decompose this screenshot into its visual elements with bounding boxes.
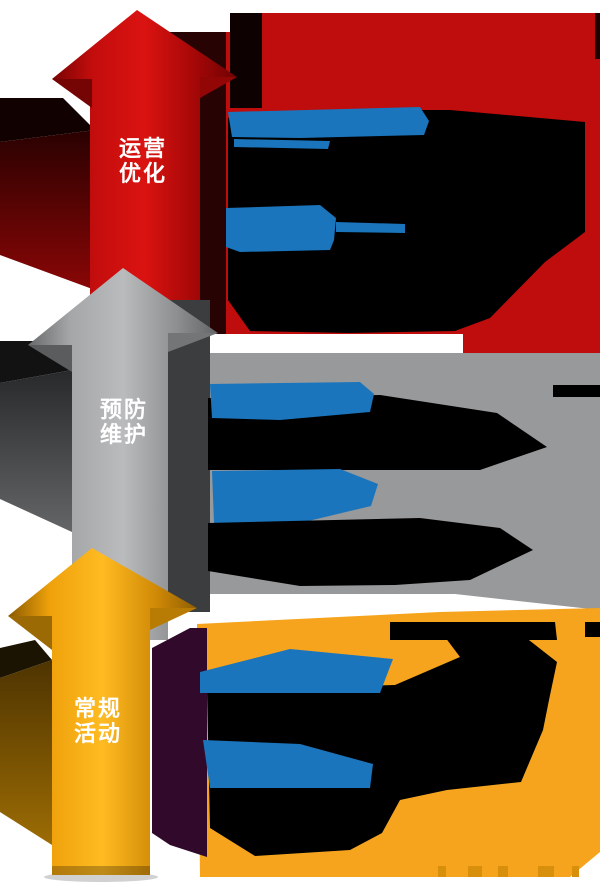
gray-panel-left-shadow-column bbox=[168, 300, 210, 612]
orange-arrow-fold-side bbox=[0, 660, 52, 845]
orange-arrow-right-wing-bevel bbox=[150, 608, 197, 630]
heading-highlight-tail bbox=[336, 222, 405, 233]
red-arrow-right-wing-bevel bbox=[200, 77, 237, 98]
orange-up-arrow bbox=[8, 548, 197, 875]
section-operation-optimization: 运营 优化 bbox=[0, 10, 600, 360]
redacted-text-block bbox=[208, 518, 533, 586]
orange-arrow-base-bevel bbox=[52, 866, 150, 875]
orange-arrow-fold-shadow bbox=[0, 640, 52, 678]
gray-arrow-fold-side bbox=[0, 370, 72, 532]
section-routine-activities: 常规 活动 bbox=[0, 548, 600, 882]
red-arrow-fold-side bbox=[0, 130, 95, 290]
red-panel-edge-sliver bbox=[595, 13, 600, 59]
redacted-text-block bbox=[228, 110, 585, 333]
orange-arrow-label-line2: 活动 bbox=[74, 721, 122, 746]
purple-accent-column bbox=[152, 628, 207, 857]
heading-highlight-blob bbox=[226, 205, 336, 252]
gray-up-arrow bbox=[28, 268, 218, 640]
orange-arrow-left-wing-bevel bbox=[8, 616, 52, 650]
red-up-arrow bbox=[52, 10, 237, 360]
gray-arrow-label-line1: 预防 bbox=[100, 397, 148, 422]
panel-texture-streaks bbox=[438, 866, 579, 877]
red-arrow-left-wing-bevel bbox=[52, 79, 92, 108]
gray-arrow-left-wing-bevel bbox=[28, 345, 72, 372]
gray-arrow-label-line2: 维护 bbox=[100, 422, 148, 447]
redacted-text-strip bbox=[585, 622, 600, 637]
section-preventive-maintenance: 预防 维护 bbox=[0, 268, 600, 640]
heading-highlight-blob bbox=[212, 469, 378, 523]
heading-underline-marks bbox=[234, 139, 330, 149]
red-arrow-label-line2: 优化 bbox=[119, 161, 167, 186]
orange-arrow-label-line1: 常规 bbox=[74, 696, 122, 721]
heading-highlight-blob bbox=[200, 649, 393, 693]
heading-highlight-blob bbox=[203, 740, 373, 788]
red-arrow-label-line1: 运营 bbox=[119, 136, 167, 161]
heading-highlight-blob bbox=[228, 107, 429, 138]
redacted-text-strip bbox=[553, 385, 600, 397]
red-arrow-fold-shadow bbox=[0, 98, 95, 142]
gray-arrow-right-wing-bevel bbox=[168, 333, 218, 352]
red-panel-top-shadow-band bbox=[230, 13, 262, 108]
heading-highlight-blob bbox=[210, 382, 374, 420]
